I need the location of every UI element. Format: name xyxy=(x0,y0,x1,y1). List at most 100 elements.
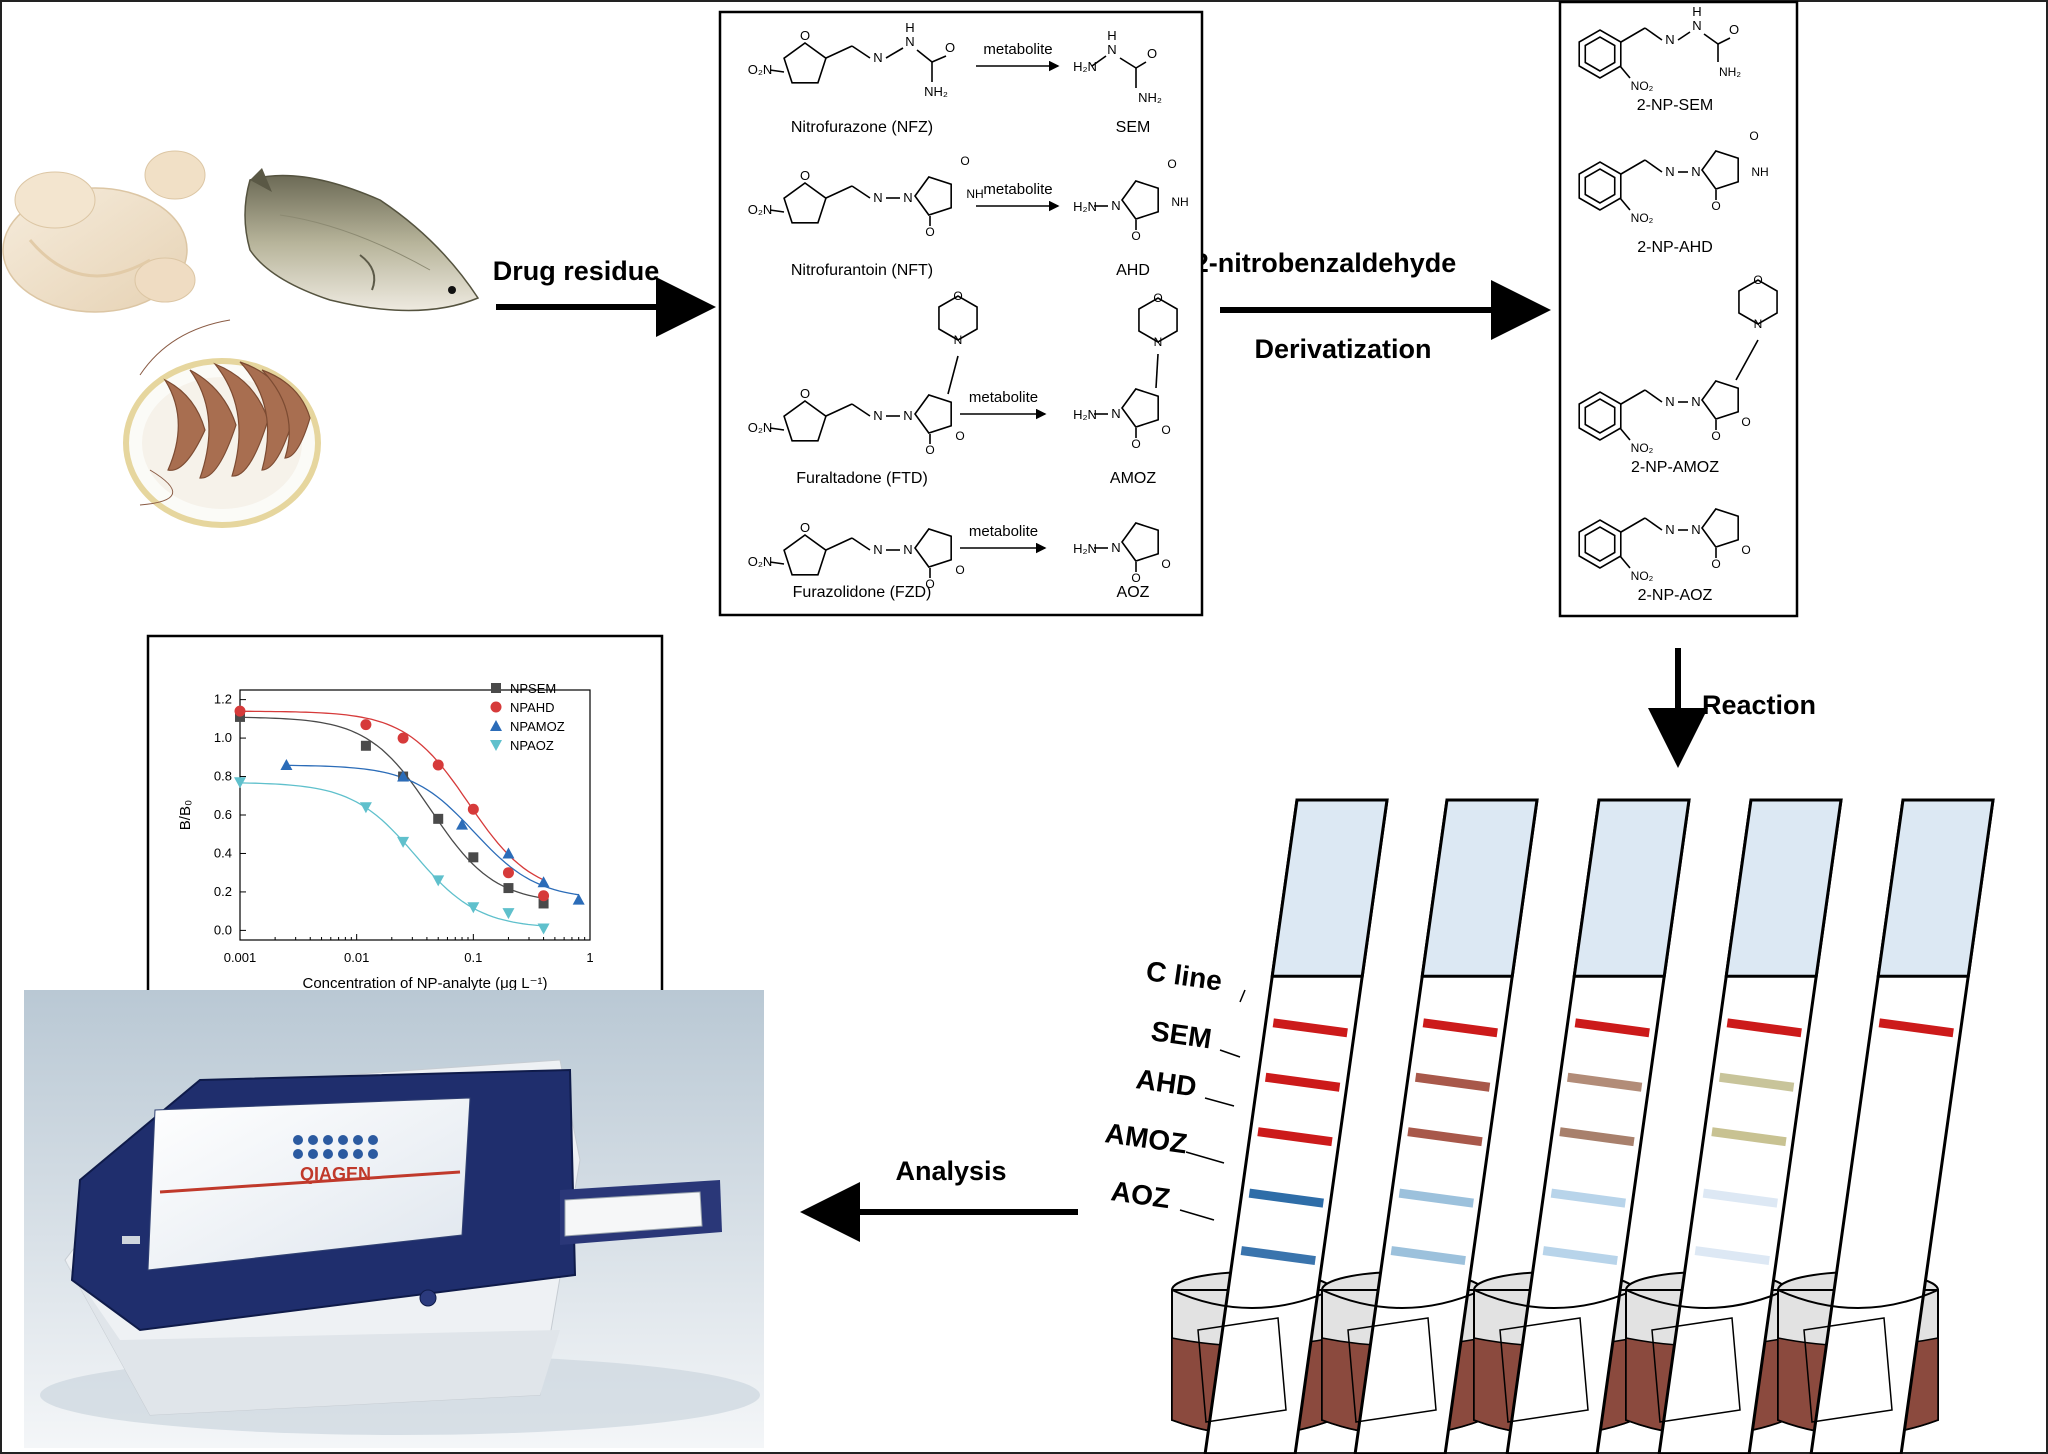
amine: NH₂ xyxy=(1719,65,1741,79)
bond xyxy=(851,537,871,551)
nitrogen: N xyxy=(1691,522,1700,537)
data-point-npsem xyxy=(538,898,549,909)
hydrogen: H xyxy=(905,20,914,35)
parent-drug-label: Nitrofurazone (NFZ) xyxy=(791,119,933,136)
y-tick-label: 0.8 xyxy=(214,769,232,784)
nitro-group: NO₂ xyxy=(1631,441,1654,455)
data-point-npamoz xyxy=(502,847,515,859)
data-point-npamoz xyxy=(280,759,293,770)
reader-device-image: QIAGEN xyxy=(24,990,764,1448)
carbonyl-o: O xyxy=(1131,571,1140,585)
furan-oxygen: O xyxy=(800,28,810,43)
bond xyxy=(769,69,785,73)
furan-oxygen: O xyxy=(800,520,810,535)
oxazolidinone-ring xyxy=(1121,522,1159,562)
legend-entry: NPAOZ xyxy=(510,738,554,753)
nitrogen: N xyxy=(1107,42,1116,57)
bond xyxy=(947,355,959,395)
nitrogen: N xyxy=(905,34,914,49)
test-line xyxy=(1542,1246,1618,1266)
legend-marker xyxy=(490,701,502,713)
bond xyxy=(916,49,933,63)
nitrogen: N xyxy=(1692,18,1701,33)
nitrogen: N xyxy=(1665,32,1674,47)
bond xyxy=(825,537,853,551)
data-point-npamoz xyxy=(397,770,410,782)
bond xyxy=(1717,37,1731,45)
leader-line xyxy=(1185,1151,1225,1164)
aromatic-inner xyxy=(1584,168,1616,204)
chicken-image xyxy=(2,150,206,313)
bond xyxy=(1644,27,1663,41)
bond xyxy=(1620,27,1646,43)
y-tick-label: 1.0 xyxy=(214,730,232,745)
hydrogen: H xyxy=(1692,4,1701,19)
oxygen: O xyxy=(1147,46,1157,61)
oxazolidinone-ring xyxy=(1121,388,1159,428)
nitro-group: O₂N xyxy=(748,554,773,569)
data-point-npsem xyxy=(468,852,479,863)
data-point-npamoz xyxy=(537,876,550,888)
data-point-npahd xyxy=(502,867,514,879)
carbonyl-o: O xyxy=(1749,129,1758,143)
x-tick-label: 1 xyxy=(586,950,593,965)
legend-marker xyxy=(490,740,502,751)
metabolite-label: AMOZ xyxy=(1110,470,1156,487)
parent-drug-label: Nitrofurantoin (NFT) xyxy=(791,262,933,279)
bond xyxy=(1677,31,1691,41)
strip-absorbent-pad xyxy=(1876,798,1995,978)
carbonyl-o: O xyxy=(1711,429,1720,443)
test-line xyxy=(1694,1246,1770,1266)
carbonyl-o: O xyxy=(1711,557,1720,571)
carbonyl-o: O xyxy=(1131,437,1140,451)
test-line xyxy=(1257,1127,1333,1147)
nitrogen: N xyxy=(873,50,882,65)
test-line xyxy=(1567,1072,1643,1092)
strip-absorbent-pad xyxy=(1724,798,1843,978)
bond xyxy=(1619,65,1631,79)
data-point-npaoz xyxy=(432,875,445,887)
data-point-npahd xyxy=(397,732,409,744)
control-line xyxy=(1726,1018,1802,1038)
furan-ring xyxy=(783,400,827,442)
nitrogen: N xyxy=(1665,394,1674,409)
test-line xyxy=(1415,1072,1491,1092)
bond xyxy=(1703,33,1719,45)
furan-oxygen: O xyxy=(800,386,810,401)
morpholine-ring xyxy=(1738,279,1778,325)
test-strips xyxy=(1171,798,1995,1454)
test-line xyxy=(1248,1188,1324,1208)
submerged-strip-outline xyxy=(1499,1317,1589,1423)
amine: H₂N xyxy=(1073,199,1097,214)
bond xyxy=(825,403,853,417)
bond xyxy=(1091,55,1107,67)
nitrogen: N xyxy=(873,190,882,205)
food-photos xyxy=(2,150,480,528)
data-point-npsem xyxy=(235,711,245,722)
data-point-npaoz xyxy=(397,836,410,848)
bond xyxy=(769,427,785,431)
metabolite-arrow-label: metabolite xyxy=(983,41,1052,58)
bond xyxy=(1619,427,1631,441)
oxazolidinone-ring xyxy=(914,528,952,568)
submerged-strip-outline xyxy=(1197,1317,1287,1423)
leader-line xyxy=(1179,1209,1215,1221)
strip-line-label: AOZ xyxy=(1109,1175,1172,1214)
derivative-label: 2-NP-AMOZ xyxy=(1631,459,1719,476)
aromatic-inner xyxy=(1584,36,1616,72)
bond xyxy=(1620,389,1646,405)
amine: NH₂ xyxy=(1138,90,1162,105)
parent-drug-label: Furazolidone (FZD) xyxy=(793,584,932,601)
imide-nh: NH xyxy=(966,187,983,201)
derivative-label: 2-NP-AHD xyxy=(1637,239,1713,256)
furan-ring xyxy=(783,182,827,224)
strip-line-label: AHD xyxy=(1134,1063,1198,1102)
oxazolidinone-ring xyxy=(1701,380,1739,420)
metabolite-arrow-label: metabolite xyxy=(969,389,1038,406)
data-point-npaoz xyxy=(537,923,550,935)
submerged-strip-outline xyxy=(1347,1317,1437,1423)
